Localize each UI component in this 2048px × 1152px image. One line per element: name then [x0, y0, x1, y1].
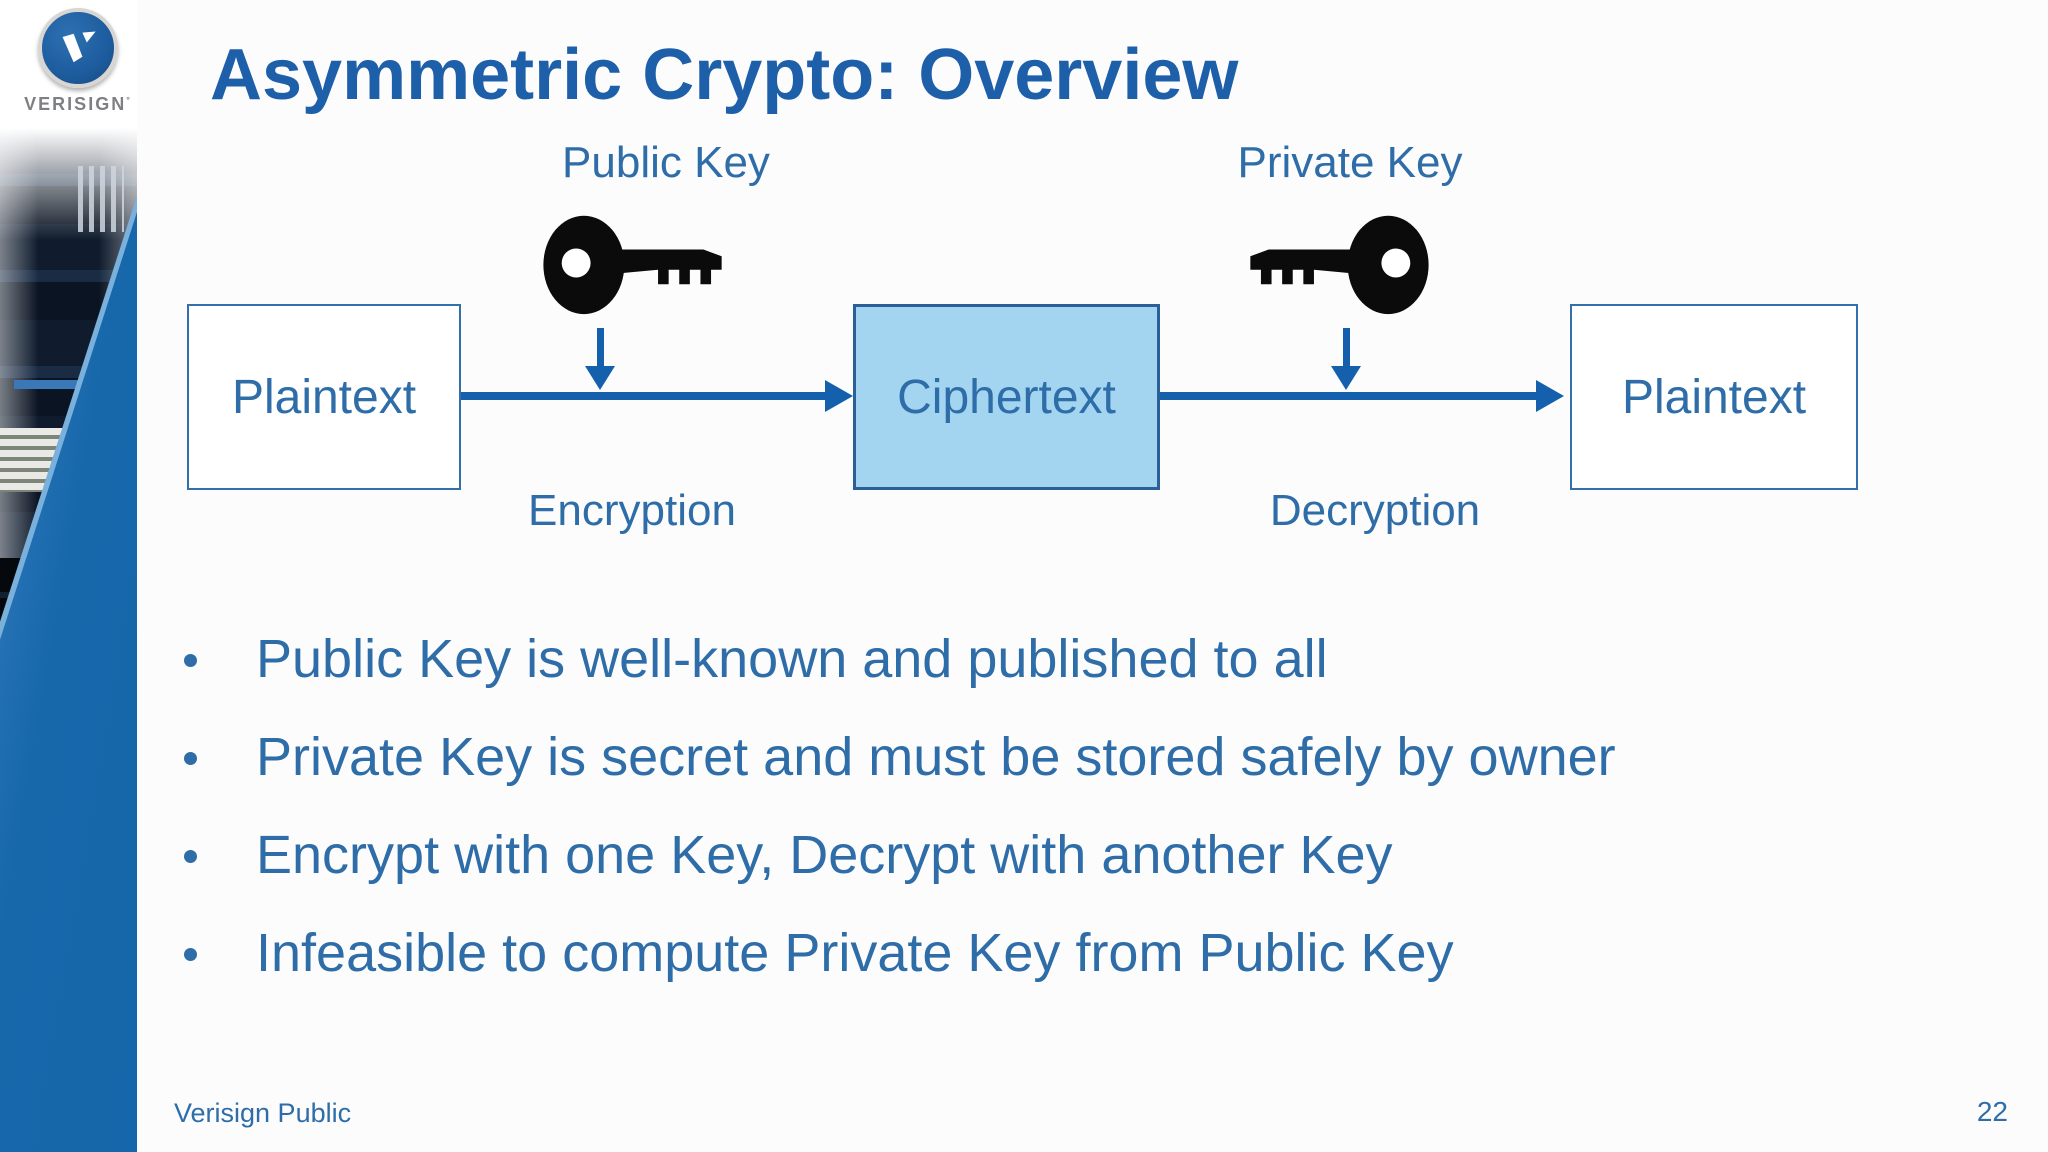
bullet-item: Public Key is well-known and published t…: [170, 610, 1980, 708]
encryption-arrow-icon: [461, 380, 853, 412]
footer-classification: Verisign Public: [174, 1098, 352, 1128]
public-key-label: Public Key: [562, 138, 770, 187]
trademark-symbol: °: [126, 95, 132, 105]
plaintext-box-left: Plaintext: [187, 304, 461, 490]
decryption-arrow-icon: [1160, 380, 1564, 412]
page-number: 22: [1976, 1096, 2008, 1127]
ciphertext-box: Ciphertext: [853, 304, 1160, 490]
private-key-down-arrow-icon: [1331, 328, 1361, 392]
verisign-circle-icon: [38, 8, 118, 88]
bullet-item: Private Key is secret and must be stored…: [170, 708, 1980, 806]
public-key-icon: [543, 215, 722, 315]
verisign-logo: VERISIGN°: [20, 6, 136, 124]
bullet-list: Public Key is well-known and published t…: [170, 610, 1980, 1002]
page-title: Asymmetric Crypto: Overview: [210, 35, 1239, 115]
verisign-check-glyph: [62, 31, 96, 63]
private-key-label: Private Key: [1237, 138, 1463, 187]
verisign-wordmark: VERISIGN°: [24, 94, 132, 114]
bullet-item: Encrypt with one Key, Decrypt with anoth…: [170, 806, 1980, 904]
plaintext-box-right: Plaintext: [1570, 304, 1858, 490]
private-key-icon: [1250, 215, 1429, 315]
decryption-label: Decryption: [1269, 486, 1481, 535]
public-key-down-arrow-icon: [585, 328, 615, 392]
photo-bar-chart-detail: [78, 166, 124, 232]
photo-highlight-detail: [14, 380, 114, 389]
bullet-item: Infeasible to compute Private Key from P…: [170, 904, 1980, 1002]
encryption-label: Encryption: [528, 486, 736, 535]
left-image-strip: [0, 0, 137, 1152]
